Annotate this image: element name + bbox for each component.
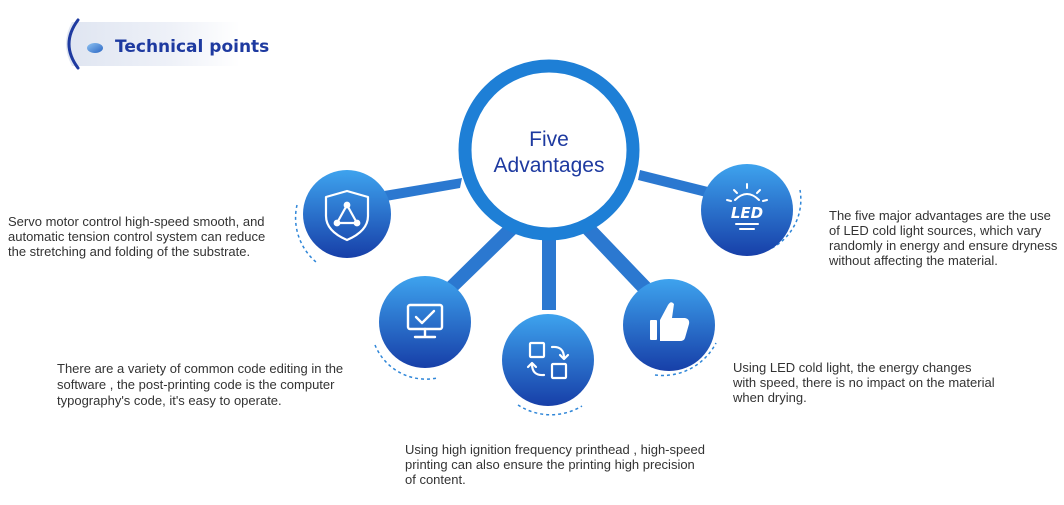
spoke-1 — [378, 178, 462, 202]
connector-spokes — [378, 170, 720, 310]
advantage-text-2: There are a variety of common code editi… — [57, 361, 344, 408]
bullet-dot-icon — [87, 43, 103, 53]
advantage-text-4: Using LED cold light, the energy changes… — [733, 360, 995, 405]
advantage-node-4 — [623, 279, 717, 377]
shield-triangle-icon — [324, 189, 370, 242]
dashed-arc-1 — [294, 204, 317, 263]
swap-squares-icon — [526, 341, 570, 380]
node-ball-3 — [502, 314, 594, 406]
advantage-node-2 — [374, 276, 471, 380]
advantage-node-5: LED — [701, 164, 802, 256]
monitor-check-icon — [406, 303, 444, 339]
spoke-3 — [542, 237, 556, 310]
node-ball-1 — [303, 170, 391, 258]
dashed-arc-2 — [374, 344, 438, 380]
center-label-line1: Five — [529, 128, 569, 151]
header-tab-shape — [66, 22, 240, 66]
thumbs-up-icon — [650, 302, 690, 341]
advantage-node-3 — [502, 314, 594, 416]
header-tab-accent — [67, 18, 80, 70]
led-icon: LED — [726, 183, 768, 230]
spoke-2 — [442, 225, 517, 296]
center-ring — [458, 59, 640, 241]
center-label-line2: Advantages — [494, 154, 605, 177]
advantage-text-3: Using high ignition frequency printhead … — [405, 442, 705, 487]
node-ball-5 — [701, 164, 793, 256]
dashed-arc-3 — [517, 404, 583, 416]
dashed-arc-5 — [771, 189, 802, 249]
spoke-4 — [575, 218, 660, 302]
center-circle: Five Advantages — [458, 59, 640, 241]
advantage-text-1: Servo motor control high-speed smooth, a… — [8, 214, 266, 259]
section-title: Technical points — [115, 37, 269, 57]
spoke-5 — [638, 170, 720, 200]
advantage-node-1 — [294, 170, 391, 263]
led-icon-label: LED — [731, 204, 763, 222]
dashed-arc-4 — [654, 342, 717, 377]
node-ball-2 — [379, 276, 471, 368]
section-header: Technical points — [66, 18, 269, 70]
advantage-text-5: The five major advantages are the use of… — [829, 208, 1058, 268]
